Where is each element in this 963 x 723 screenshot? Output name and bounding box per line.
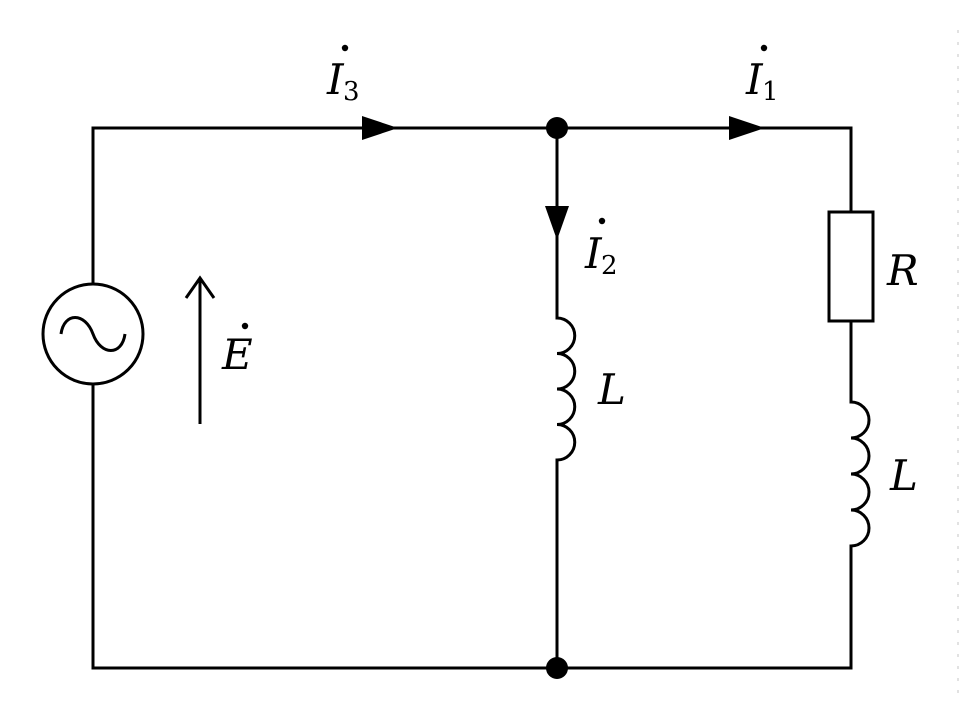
ac-source-icon	[41, 282, 145, 386]
label-inductor-right: L	[889, 451, 918, 500]
inductor-coil-icon	[556, 316, 577, 462]
label-i1: I 1	[745, 44, 779, 107]
label-i2-subscript: 2	[601, 251, 618, 281]
arrow-i2	[545, 206, 569, 240]
label-i1-dot	[760, 44, 768, 52]
label-i2: I 2	[584, 217, 618, 281]
label-emf-dot	[241, 322, 249, 330]
label-emf-symbol: E	[221, 330, 253, 379]
junction-top	[546, 117, 568, 139]
emf-arrow	[184, 275, 216, 424]
label-i2-dot	[598, 217, 606, 225]
label-i3-dot	[341, 44, 349, 52]
label-i3: I 3	[326, 44, 360, 107]
label-resistor: R	[886, 246, 919, 295]
arrow-i1	[729, 116, 765, 140]
wires	[91, 126, 853, 670]
arrow-i3	[362, 116, 398, 140]
label-i3-symbol: I	[326, 55, 345, 104]
label-i1-subscript: 1	[762, 77, 779, 107]
label-i2-symbol: I	[584, 229, 603, 278]
inductor-coil-icon-right	[850, 400, 871, 548]
label-i3-subscript: 3	[343, 77, 360, 107]
label-emf: E	[221, 322, 253, 379]
junction-bottom	[546, 657, 568, 679]
label-inductor-middle: L	[597, 365, 626, 414]
label-i1-symbol: I	[745, 55, 764, 104]
resistor-icon	[827, 210, 875, 323]
